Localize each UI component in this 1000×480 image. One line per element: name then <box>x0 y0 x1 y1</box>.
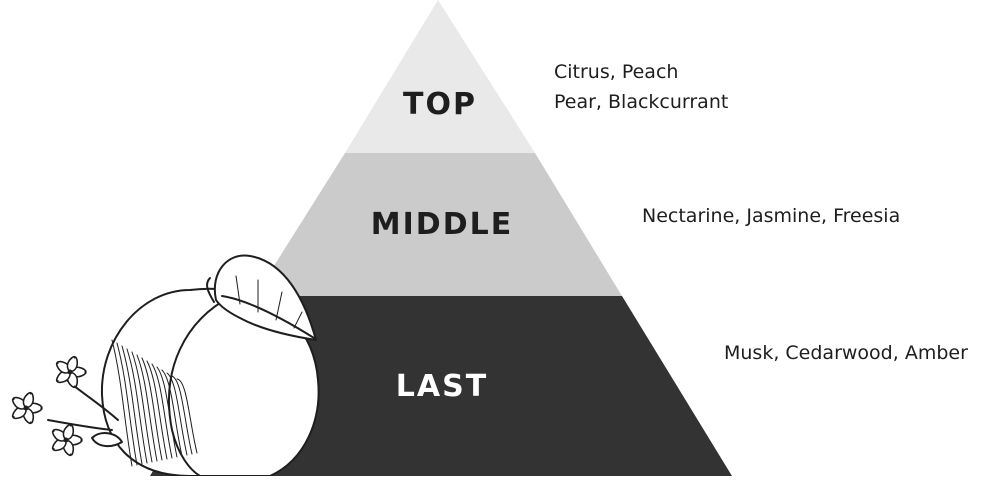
flower-3 <box>51 423 83 457</box>
peach-crease <box>168 295 233 477</box>
top-note-line: Citrus, Peach <box>554 61 679 83</box>
middle-notes: Nectarine, Jasmine, Freesia <box>642 201 900 231</box>
tier-top-shape <box>345 0 535 153</box>
flower-petal <box>62 423 75 441</box>
leaf-vein <box>221 295 315 339</box>
hatch-line <box>156 366 178 458</box>
flower-2 <box>11 391 43 425</box>
hatch-line <box>121 345 143 465</box>
peach-stem <box>206 277 215 303</box>
last-note-line: Musk, Cedarwood, Amber <box>724 342 968 364</box>
hatch-line <box>116 342 138 466</box>
flower-leaf <box>91 432 123 448</box>
hatch-line <box>131 351 153 463</box>
tier-middle-shape <box>255 153 622 296</box>
hatch-line <box>161 369 183 457</box>
flower-1 <box>55 355 87 389</box>
hatch-line <box>171 375 193 455</box>
middle-note-line: Nectarine, Jasmine, Freesia <box>642 205 901 227</box>
flower-branch-2 <box>47 419 113 431</box>
hatch-line <box>111 339 133 467</box>
flower-petal <box>22 391 35 409</box>
flower-center <box>23 405 29 411</box>
peach-hatching <box>111 339 198 467</box>
flower-petal <box>66 355 79 373</box>
hatch-line <box>126 348 148 464</box>
top-note-line: Pear, Blackcurrant <box>554 91 729 113</box>
leaf-veins <box>235 275 303 329</box>
flower-center <box>63 437 69 443</box>
hatch-line <box>136 354 158 462</box>
peach-illustration <box>11 254 320 477</box>
peach-leaf <box>213 254 317 341</box>
hatch-line <box>146 360 168 460</box>
last-notes: Musk, Cedarwood, Amber <box>724 338 968 368</box>
tier-last-label: LAST <box>396 369 488 404</box>
hatch-line <box>151 363 173 459</box>
top-notes: Citrus, Peach Pear, Blackcurrant <box>554 57 728 117</box>
tier-top-label: TOP <box>403 87 477 122</box>
hatch-line <box>176 378 198 454</box>
tier-middle-label: MIDDLE <box>371 207 513 242</box>
hatch-line <box>166 372 188 456</box>
flower-center <box>67 369 73 375</box>
hatch-line <box>141 357 163 461</box>
